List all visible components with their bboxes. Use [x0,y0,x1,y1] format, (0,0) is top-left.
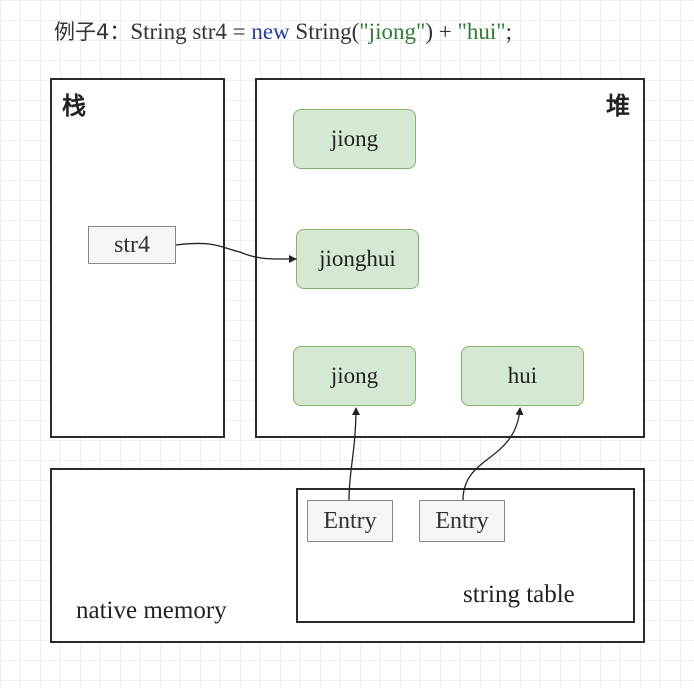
title-prefix: 例子4： [54,20,131,44]
heap-object-hui: hui [461,346,584,406]
native-memory-label: native memory [76,597,227,624]
string-table-label: string table [463,581,575,608]
title-code-start: String str4 = [130,19,252,44]
heap-label: 堆 [606,92,630,120]
arrow-entry2-to-hui [462,407,524,501]
string-table-entry-2: Entry [419,500,505,542]
diagram-title: 例子4：String str4 = new String("jiong") + … [54,16,512,46]
heap-object-jiong-literal: jiong [293,346,416,406]
title-keyword-new: new [251,19,290,44]
stack-var-str4: str4 [88,226,176,264]
title-string-jiong: "jiong" [359,19,426,44]
heap-object-jiong: jiong [293,109,416,169]
arrow-entry1-to-jiong [348,407,360,501]
title-string-hui: "hui" [457,19,506,44]
string-table-entry-1: Entry [307,500,393,542]
stack-label: 栈 [62,92,86,120]
arrow-str4-to-jionghui [175,242,297,264]
title-code-plus: ) + [425,19,458,44]
heap-object-jionghui: jionghui [296,229,419,289]
title-code-end: ; [505,19,513,44]
title-code-mid: String( [289,19,360,44]
